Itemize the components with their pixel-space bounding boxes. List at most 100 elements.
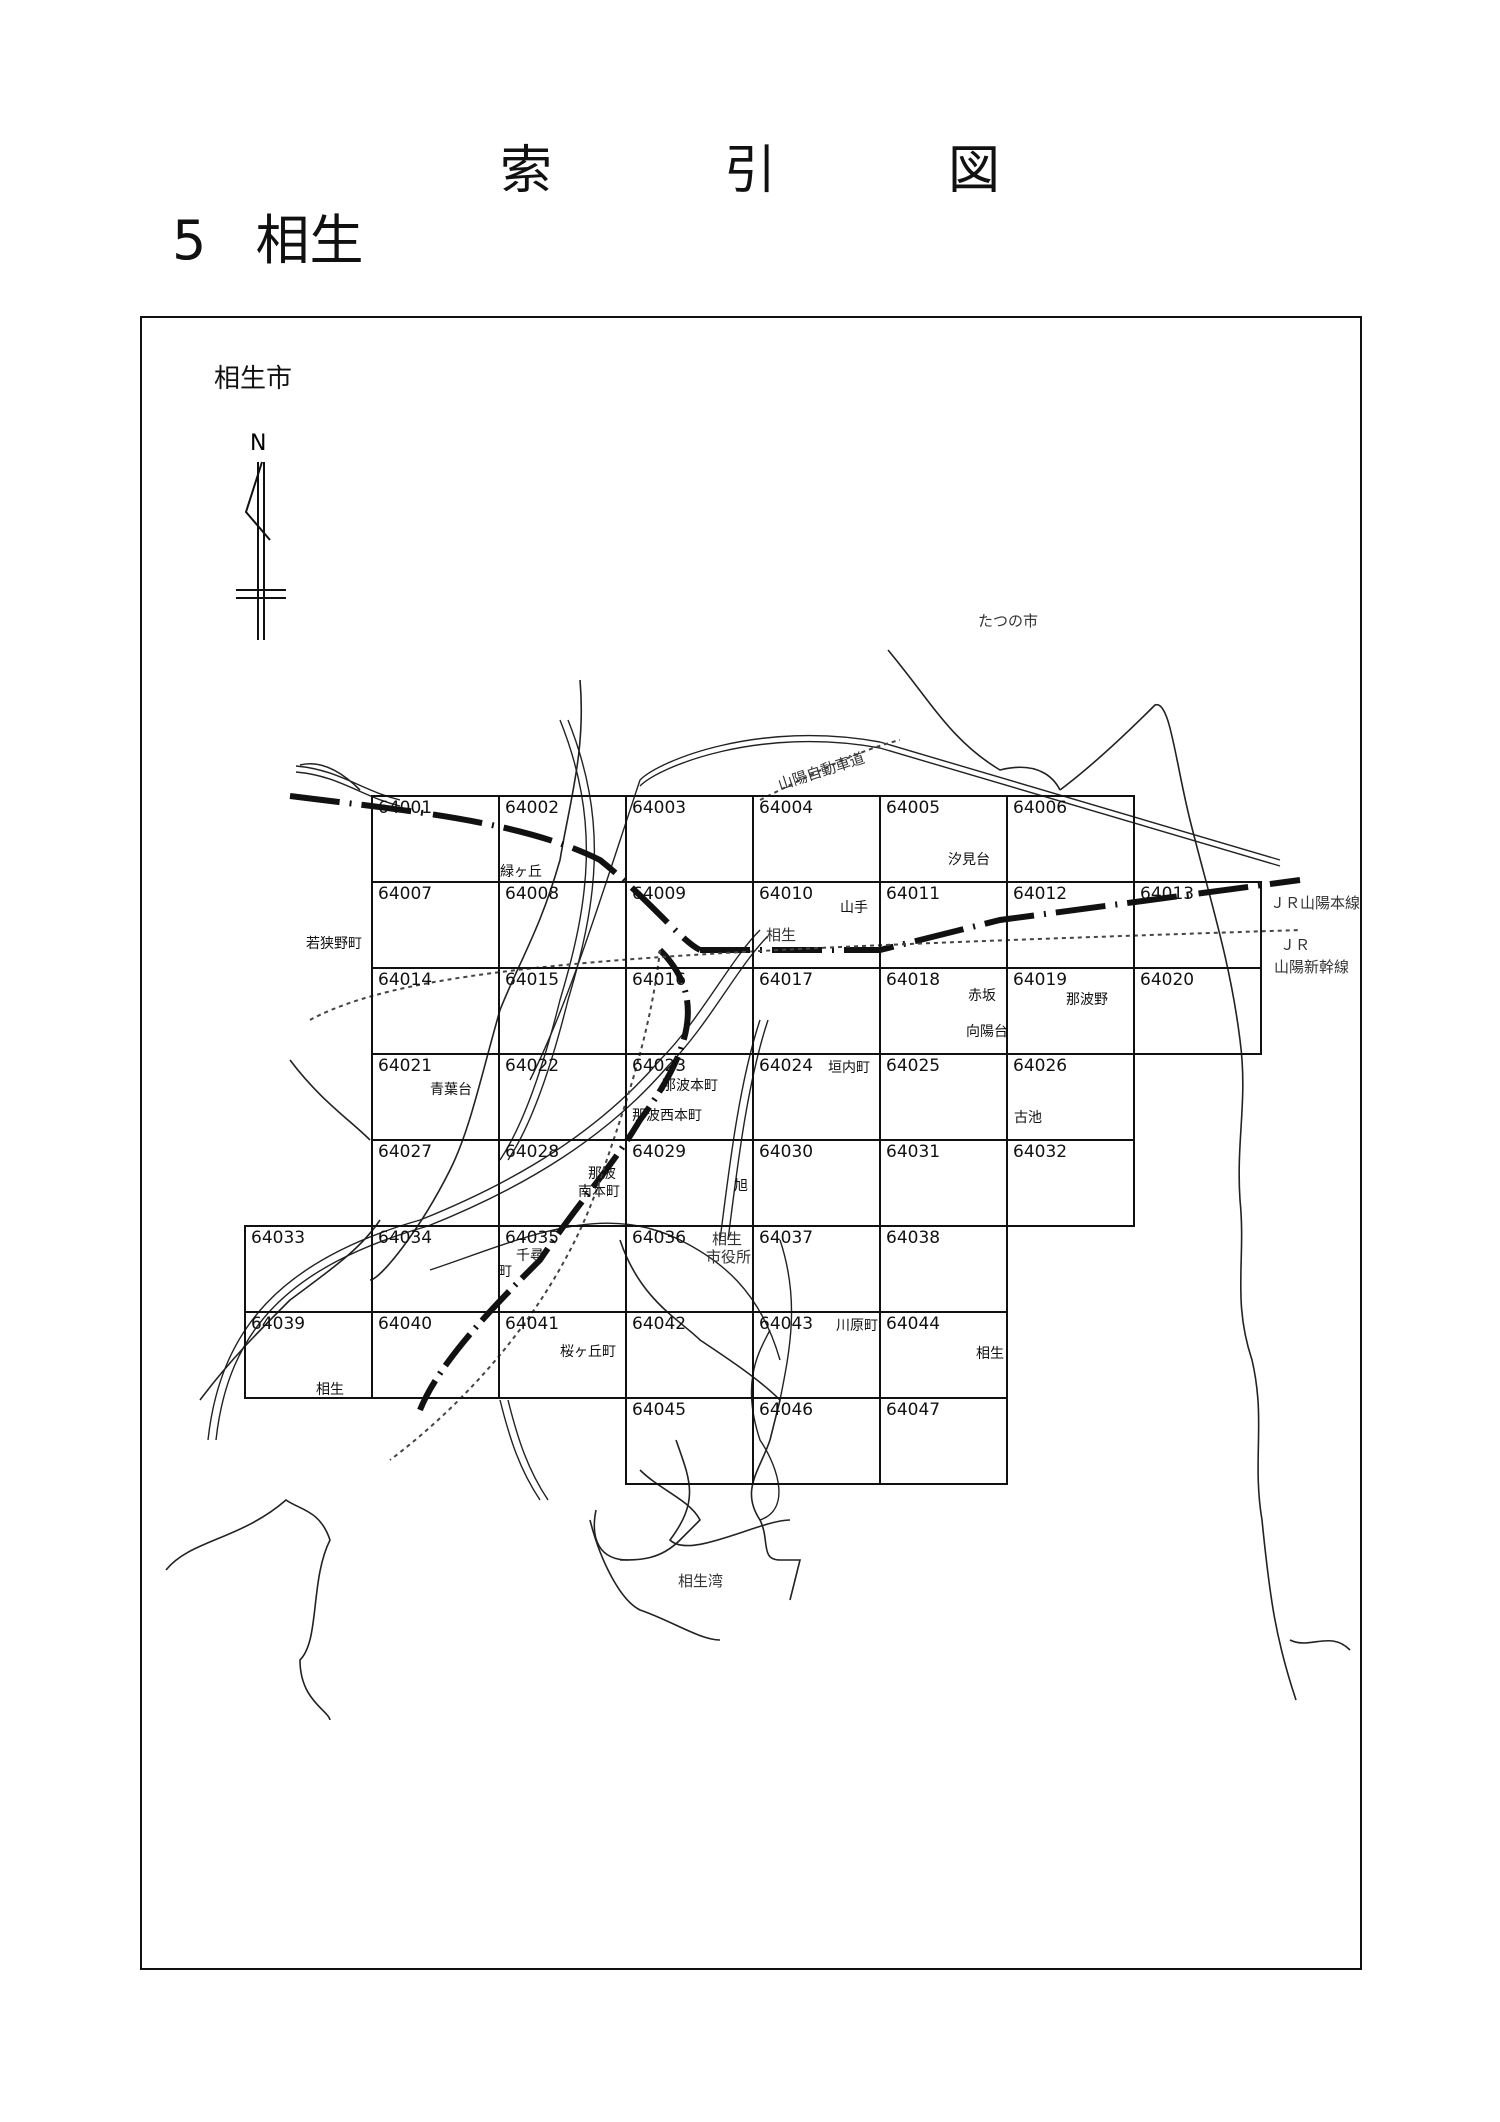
- grid-cell-64034[interactable]: 64034: [371, 1225, 500, 1313]
- grid-cell-64038[interactable]: 64038: [879, 1225, 1008, 1313]
- grid-cell-code: 64006: [1013, 798, 1067, 818]
- label-sakuragaoka: 桜ヶ丘町: [560, 1344, 616, 1360]
- label-kakiuchi: 垣内町: [828, 1060, 870, 1076]
- grid-cell-code: 64014: [378, 970, 432, 990]
- grid-cell-code: 64001: [378, 798, 432, 818]
- grid-cell-64008[interactable]: 64008: [498, 881, 627, 969]
- grid-cell-64032[interactable]: 64032: [1006, 1139, 1135, 1227]
- grid-cell-code: 64045: [632, 1400, 686, 1420]
- grid-cell-64030[interactable]: 64030: [752, 1139, 881, 1227]
- grid-cell-64020[interactable]: 64020: [1133, 967, 1262, 1055]
- grid-cell-64035[interactable]: 64035: [498, 1225, 627, 1313]
- grid-cell-code: 64018: [886, 970, 940, 990]
- grid-cell-64045[interactable]: 64045: [625, 1397, 754, 1485]
- label-yamate: 山手: [840, 900, 868, 916]
- grid-cell-64026[interactable]: 64026: [1006, 1053, 1135, 1141]
- label-aioi-station: 相生: [766, 926, 796, 944]
- grid-cell-64005[interactable]: 64005: [879, 795, 1008, 883]
- section-name: 相生: [255, 209, 364, 272]
- grid-cell-64047[interactable]: 64047: [879, 1397, 1008, 1485]
- grid-cell-code: 64002: [505, 798, 559, 818]
- label-akasaka: 赤坂: [968, 988, 996, 1004]
- label-city-hall-2: 市役所: [706, 1248, 751, 1266]
- grid-cell-code: 64020: [1140, 970, 1194, 990]
- grid-cell-64003[interactable]: 64003: [625, 795, 754, 883]
- label-asahi: 旭: [734, 1178, 748, 1194]
- grid-cell-border: [1006, 1139, 1135, 1227]
- grid-cell-code: 64003: [632, 798, 686, 818]
- label-chihiro-1: 千尋: [516, 1248, 544, 1264]
- label-naba-minami-1: 那波: [588, 1166, 616, 1182]
- city-label: 相生市: [214, 364, 293, 394]
- grid-cell-code: 64041: [505, 1314, 559, 1334]
- grid-cell-64023[interactable]: 64023: [625, 1053, 754, 1141]
- label-tatsuno: たつの市: [978, 612, 1038, 630]
- grid-cell-64039[interactable]: 64039: [244, 1311, 373, 1399]
- grid-cell-code: 64036: [632, 1228, 686, 1248]
- grid-cell-64013[interactable]: 64013: [1133, 881, 1262, 969]
- north-arrow-icon: N: [236, 431, 286, 640]
- title-char-3: 図: [948, 141, 1001, 201]
- north-label: N: [250, 431, 266, 456]
- grid-cell-code: 64033: [251, 1228, 305, 1248]
- label-jr-sanyo-main: ＪＲ山陽本線: [1270, 894, 1360, 912]
- grid-cell-64025[interactable]: 64025: [879, 1053, 1008, 1141]
- label-midorigaoka: 緑ヶ丘: [500, 864, 542, 880]
- grid-cell-64012[interactable]: 64012: [1006, 881, 1135, 969]
- grid-cell-64001[interactable]: 64001: [371, 795, 500, 883]
- grid-cell-code: 64037: [759, 1228, 813, 1248]
- grid-cell-code: 64025: [886, 1056, 940, 1076]
- grid-cell-code: 64043: [759, 1314, 813, 1334]
- grid-cell-64015[interactable]: 64015: [498, 967, 627, 1055]
- coastline: [589, 1239, 802, 1641]
- label-shiomidai: 汐見台: [948, 852, 990, 868]
- grid-cell-code: 64017: [759, 970, 813, 990]
- label-city-hall-1: 相生: [712, 1230, 742, 1248]
- grid-cell-code: 64029: [632, 1142, 686, 1162]
- grid-cell-64046[interactable]: 64046: [752, 1397, 881, 1485]
- grid-cell-64007[interactable]: 64007: [371, 881, 500, 969]
- grid-cell-64042[interactable]: 64042: [625, 1311, 754, 1399]
- grid-cell-code: 64040: [378, 1314, 432, 1334]
- label-aioi-east: 相生: [976, 1346, 1004, 1362]
- grid-cell-64037[interactable]: 64037: [752, 1225, 881, 1313]
- label-chihiro-2: 町: [498, 1264, 512, 1280]
- label-sanyo-shinkansen: 山陽新幹線: [1274, 958, 1349, 976]
- label-jr: ＪＲ: [1280, 936, 1310, 954]
- grid-cell-code: 64031: [886, 1142, 940, 1162]
- grid-cell-code: 64015: [505, 970, 559, 990]
- map-frame: [140, 316, 1362, 1970]
- grid-cell-64006[interactable]: 64006: [1006, 795, 1135, 883]
- label-wakasano: 若狭野町: [306, 936, 362, 952]
- railway-lines: [289, 739, 1301, 1461]
- label-naba-honmachi: 那波本町: [662, 1078, 718, 1094]
- grid-cell-code: 64004: [759, 798, 813, 818]
- grid-cell-64018[interactable]: 64018: [879, 967, 1008, 1055]
- grid-cell-64014[interactable]: 64014: [371, 967, 500, 1055]
- grid-cell-code: 64047: [886, 1400, 940, 1420]
- place-labels: たつの市 山陽自動車道 ＪＲ山陽本線 ＪＲ 山陽新幹線 緑ヶ丘 汐見台 山手 相…: [306, 612, 1360, 1590]
- grid-cell-code: 64011: [886, 884, 940, 904]
- grid-cell-code: 64016: [632, 970, 686, 990]
- grid-cell-code: 64013: [1140, 884, 1194, 904]
- label-naba-nishi: 那波西本町: [632, 1108, 702, 1124]
- grid-cell-code: 64034: [378, 1228, 432, 1248]
- grid-cell-64031[interactable]: 64031: [879, 1139, 1008, 1227]
- section-heading: 5 相生: [172, 196, 364, 275]
- grid-cell-64010[interactable]: 64010: [752, 881, 881, 969]
- grid-cell-code: 64021: [378, 1056, 432, 1076]
- road-lines: [207, 719, 1281, 1521]
- grid-cell-64017[interactable]: 64017: [752, 967, 881, 1055]
- map-linework: [165, 649, 1351, 1721]
- grid-cell-64028[interactable]: 64028: [498, 1139, 627, 1227]
- title-char-2: 引: [724, 141, 777, 201]
- section-number: 5: [172, 209, 207, 272]
- grid-cell-code: 64030: [759, 1142, 813, 1162]
- grid-cell-code: 64028: [505, 1142, 559, 1162]
- grid-cell-64004[interactable]: 64004: [752, 795, 881, 883]
- grid-cell-64019[interactable]: 64019: [1006, 967, 1135, 1055]
- label-aobadai: 青葉台: [430, 1082, 472, 1098]
- grid-cell-code: 64042: [632, 1314, 686, 1334]
